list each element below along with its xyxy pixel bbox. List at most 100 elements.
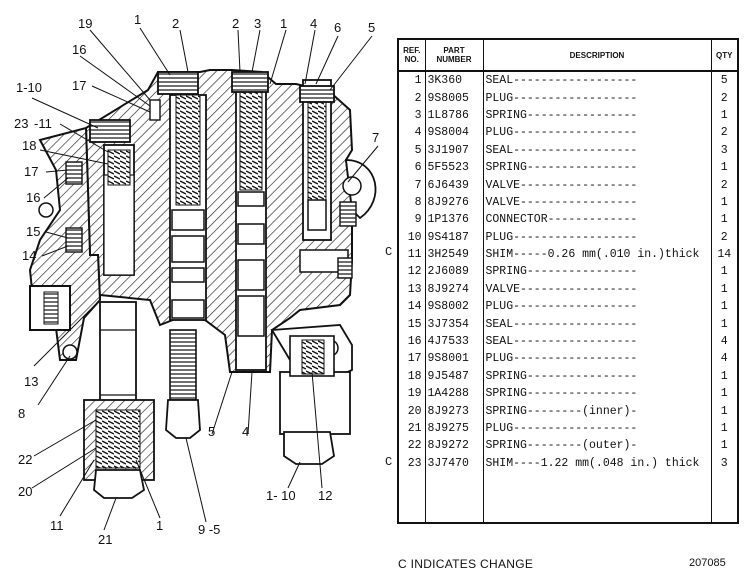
leader-lines [31,27,379,531]
callout-label: 16 [72,42,86,57]
ref-cell: 2 [399,89,426,107]
ref-cell: 4 [399,124,426,142]
callout-label: 3 [254,16,261,31]
ref-cell: 3 [399,106,426,125]
part-number-cell: 9S8002 [425,298,484,316]
qty-cell: 4 [720,335,728,349]
description-cell: SPRING--------(outer)- [483,437,712,455]
description-cell: SHIM----1.22 mm(.048 in.) thick [483,454,712,472]
qty-cell: 1 [720,404,728,418]
callout-label: 5 [208,424,215,439]
ref-cell: 5 [399,141,426,159]
lower-left-valve-assembly [83,301,155,499]
description-cell: SPRING---------------- [483,385,712,403]
callout-label: 22 [18,452,32,467]
part-number-cell: 3J7354 [425,315,484,333]
change-marker: C [385,245,393,259]
ref-cell: 10 [399,228,426,246]
description-cell: VALVE----------------- [483,176,712,194]
ref-cell: 12 [399,263,426,281]
callout-label: 4 [310,16,317,31]
ref-cell: 16 [399,332,426,351]
description-cell: VALVE----------------- [483,193,712,212]
callout-label: 2 [232,16,239,31]
callout-label: 23 [14,116,28,131]
callout-label: 7 [372,130,379,145]
qty-cell: 1 [720,300,728,314]
part-number-cell: 3J1907 [425,141,484,159]
part-number-cell: 9J5487 [425,367,484,386]
callout-label: 14 [22,248,36,263]
part-number-cell: 9S8001 [425,350,484,368]
qty-cell: 1 [720,369,728,383]
ref-cell: 23 [399,454,426,472]
part-number-cell: 9S4187 [425,228,484,246]
part-number-cell: 3J7470 [425,454,484,472]
callout-label: 8 [18,406,25,421]
callout-label: 13 [24,374,38,389]
part-number-cell: 9S8004 [425,124,484,142]
description-cell: SEAL------------------ [483,332,712,351]
description-cell: SPRING---------------- [483,367,712,386]
lower-bolt-assembly [165,329,201,439]
callout-label: 12 [318,488,332,503]
description-cell: VALVE----------------- [483,280,712,299]
description-cell: PLUG------------------ [483,124,712,142]
callout-label: 17 [24,164,38,179]
callout-label: 4 [242,424,249,439]
ref-cell: 14 [399,298,426,316]
description-cell: SEAL------------------ [483,71,712,90]
callout-label: 15 [26,224,40,239]
qty-cell: 1 [720,108,728,122]
description-cell: PLUG------------------ [483,419,712,438]
qty-cell: 1 [720,387,728,401]
ref-cell: 15 [399,315,426,333]
qty-cell: 1 [720,161,728,175]
description-cell: CONNECTOR------------- [483,211,712,229]
description-cell: SEAL------------------ [483,315,712,333]
part-number-cell: 9S8005 [425,89,484,107]
callout-label: 6 [334,20,341,35]
description-cell: SEAL------------------ [483,141,712,159]
callout-label: 2 [172,16,179,31]
qty-cell: 2 [720,178,728,192]
description-cell: SPRING--------(inner)- [483,402,712,420]
qty-cell: 1 [720,195,728,209]
ref-cell: 9 [399,211,426,229]
callout-label: 11 [50,518,64,533]
qty-cell: 5 [720,74,728,88]
header-qty: QTY [711,40,737,72]
qty-cell: 14 [717,248,732,262]
qty-cell: 1 [720,213,728,227]
callout-label: 1 [280,16,287,31]
callout-label: 1 [156,518,163,533]
top-plugs [89,71,335,143]
part-number-cell: 1L8786 [425,106,484,125]
ref-cell: 20 [399,402,426,420]
callout-label: 16 [26,190,40,205]
callout-label: 18 [22,138,36,153]
qty-cell: 2 [720,91,728,105]
description-cell: PLUG------------------ [483,298,712,316]
qty-cell: 2 [720,126,728,140]
part-number-cell: 4J7533 [425,332,484,351]
part-number-cell: 5F5523 [425,158,484,177]
empty-cell [399,471,426,522]
